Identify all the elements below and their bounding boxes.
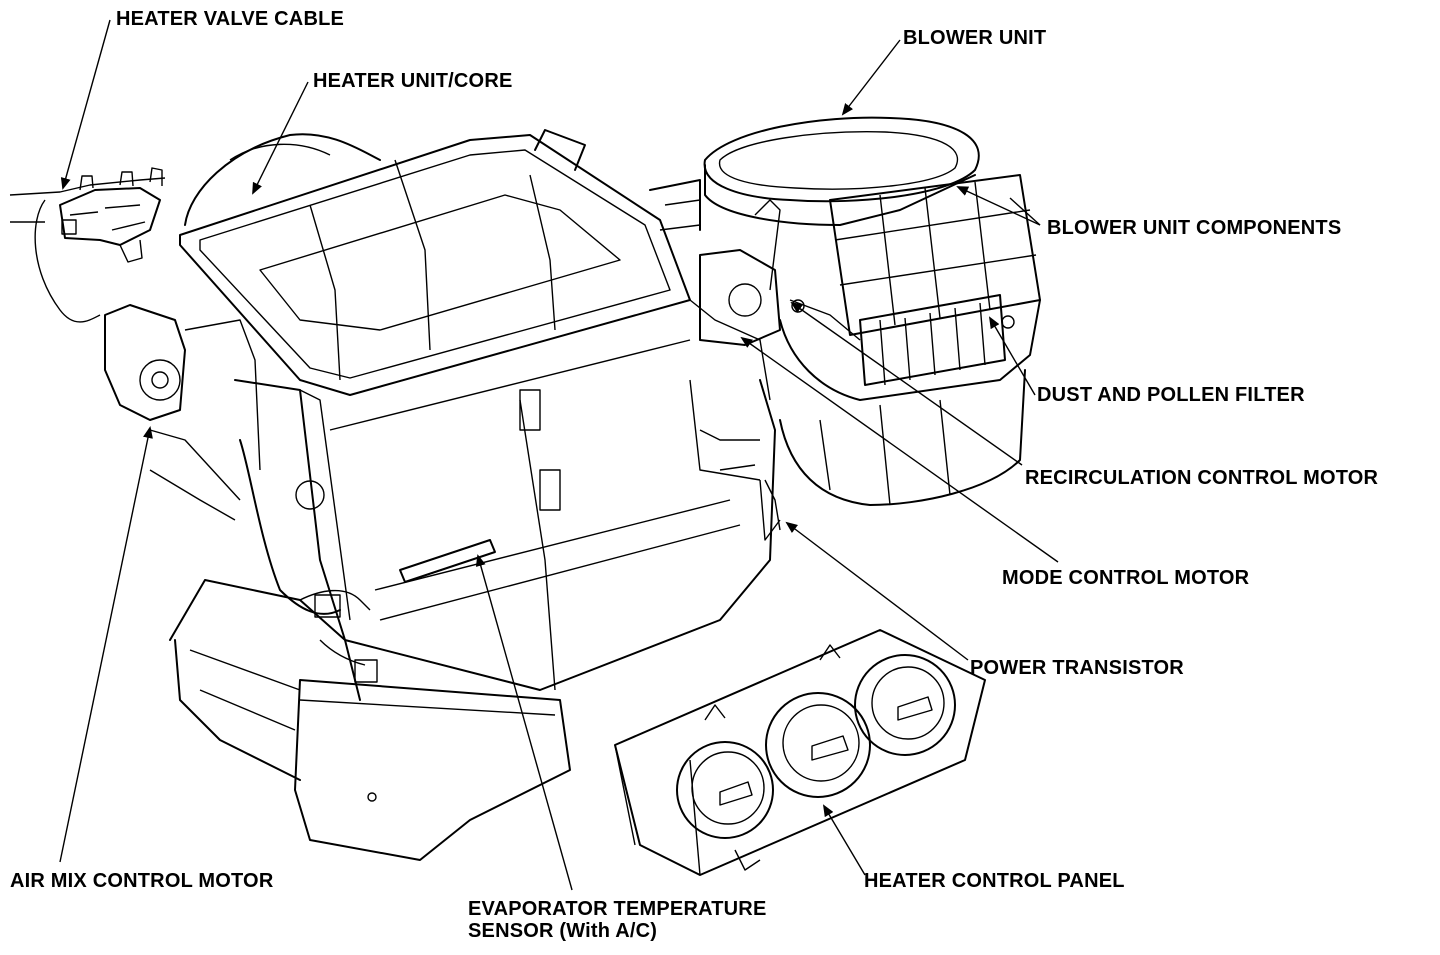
leader-recirculation-control-motor: [790, 301, 1023, 466]
leader-heater-unit-core: [252, 81, 309, 195]
label-evaporator-temperature-sensor: EVAPORATOR TEMPERATURE SENSOR (With A/C): [468, 898, 767, 942]
leader-air-mix-control-motor: [59, 426, 153, 863]
label-air-mix-control-motor: AIR MIX CONTROL MOTOR: [10, 870, 274, 892]
heater-valve-cable-drawing: [9, 167, 166, 323]
leader-lines: [59, 19, 1059, 891]
heater-unit-drawing: [104, 129, 781, 861]
label-evaporator-temperature-sensor-line2: SENSOR (With A/C): [468, 920, 658, 942]
leader-heater-valve-cable: [60, 19, 111, 190]
heater-control-panel-drawing: [614, 629, 986, 876]
label-mode-control-motor: MODE CONTROL MOTOR: [1002, 567, 1250, 589]
leader-heater-control-panel: [822, 804, 866, 876]
leader-dust-and-pollen-filter: [988, 316, 1036, 396]
label-recirculation-control-motor: RECIRCULATION CONTROL MOTOR: [1025, 467, 1379, 489]
label-dust-and-pollen-filter: DUST AND POLLEN FILTER: [1037, 384, 1305, 406]
label-power-transistor: POWER TRANSISTOR: [970, 657, 1184, 679]
blower-unit-drawing: [649, 116, 1041, 531]
leader-blower-unit-components: [956, 186, 1041, 226]
label-blower-unit-components: BLOWER UNIT COMPONENTS: [1047, 217, 1342, 239]
leader-mode-control-motor: [740, 336, 1059, 563]
label-heater-control-panel: HEATER CONTROL PANEL: [864, 870, 1125, 892]
leader-power-transistor: [785, 521, 969, 661]
label-heater-valve-cable: HEATER VALVE CABLE: [116, 8, 345, 30]
label-evaporator-temperature-sensor-line1: EVAPORATOR TEMPERATURE: [468, 898, 767, 920]
label-heater-unit-core: HEATER UNIT/CORE: [313, 70, 513, 92]
leader-blower-unit: [841, 39, 901, 116]
leader-evaporator-temperature-sensor: [475, 554, 573, 891]
label-blower-unit: BLOWER UNIT: [903, 27, 1047, 49]
